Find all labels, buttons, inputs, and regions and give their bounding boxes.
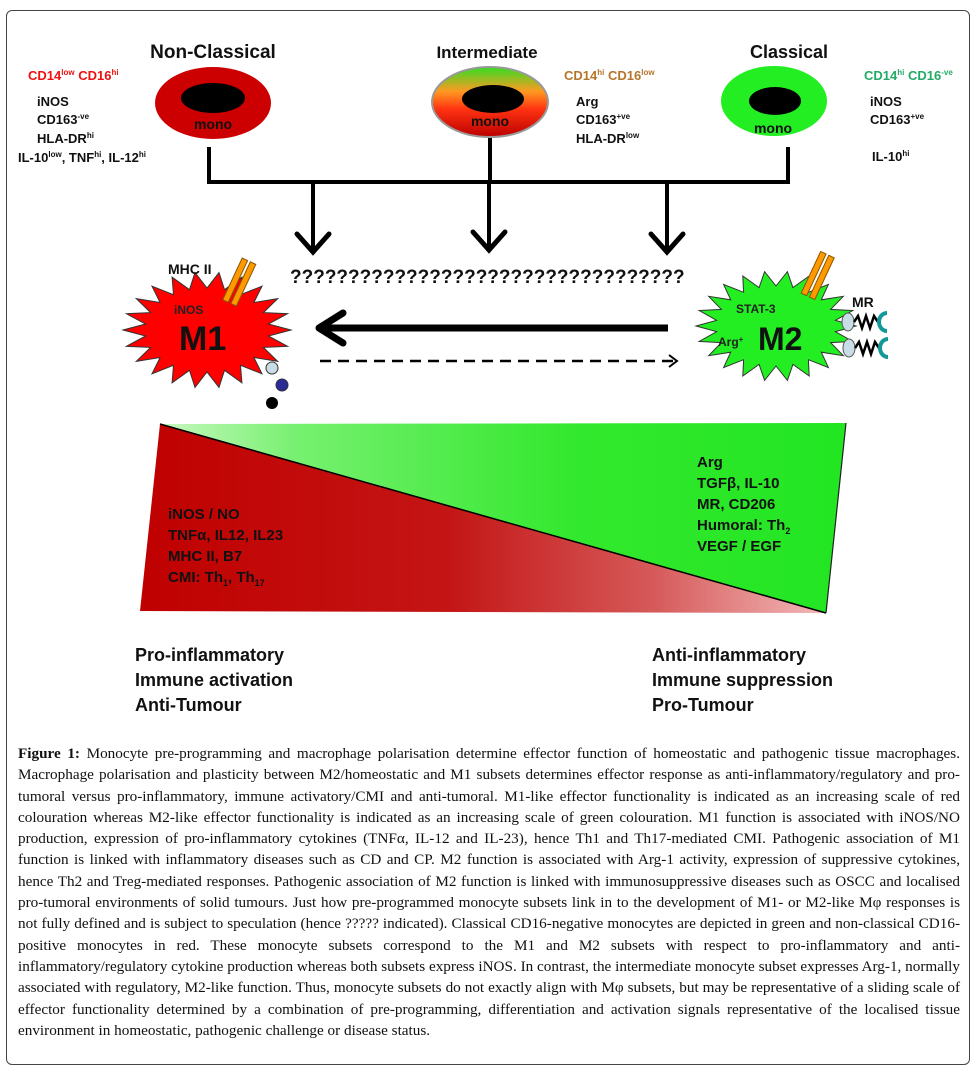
marker-cd163: CD163-ve xyxy=(37,112,90,127)
subset-connectors xyxy=(207,138,790,256)
m1-feature: CMI: Th1, Th17 xyxy=(168,569,265,588)
granule-icon xyxy=(265,361,279,375)
m1-feature: MHC II, B7 xyxy=(168,548,242,565)
m2-feature: VEGF / EGF xyxy=(697,538,781,555)
m1-feature: TNFα, IL12, IL23 xyxy=(168,527,283,544)
arrow-down-icon xyxy=(294,231,332,256)
mhc-ii-receptor-icon xyxy=(222,257,257,307)
m2-arg-label: Arg+ xyxy=(718,335,744,349)
marker-inos: iNOS xyxy=(37,94,69,109)
caption-text: Monocyte pre-programming and macrophage … xyxy=(18,745,960,1039)
non-classical-subset: Non-Classical CD14low CD16hi iNOS CD163-… xyxy=(18,42,276,165)
m2-feature: Arg xyxy=(697,454,723,471)
nucleus-icon xyxy=(462,85,524,113)
figure-frame xyxy=(6,10,970,1065)
m2-feature: TGFβ, IL-10 xyxy=(697,475,780,492)
marker-hla-dr: HLA-DRhi xyxy=(37,131,94,146)
mannose-receptor-icon xyxy=(841,311,889,359)
intermediate-phenotype: CD14hi CD16low xyxy=(564,68,655,83)
m2-green-wedge xyxy=(160,423,846,613)
m2-feature: Humoral: Th2 xyxy=(697,517,790,536)
outcome-right: Immune suppression xyxy=(652,670,833,690)
marker-arg: Arg xyxy=(576,94,598,109)
m2-label: M2 xyxy=(758,321,802,357)
m2-macrophage: STAT-3 Arg+ M2 MR xyxy=(694,250,889,382)
mono-label: mono xyxy=(754,120,792,136)
m1-feature: iNOS / NO xyxy=(168,506,240,523)
non-classical-cytokines: IL-10low, TNFhi, IL-12hi xyxy=(18,150,146,165)
outcome-right: Pro-Tumour xyxy=(652,695,754,715)
granule-icon xyxy=(266,397,278,409)
non-classical-phenotype: CD14low CD16hi xyxy=(28,68,119,83)
marker-cd163: CD163+ve xyxy=(870,112,925,127)
m1-inos-label: iNOS xyxy=(174,303,203,317)
outcomes: Pro-inflammatory Immune activation Anti-… xyxy=(135,645,833,715)
marker-inos: iNOS xyxy=(870,94,902,109)
intermediate-subset: Intermediate CD14hi CD16low Arg CD163+ve… xyxy=(431,43,655,146)
m2-feature: MR, CD206 xyxy=(697,496,775,513)
granule-icon xyxy=(275,378,289,392)
marker-cd163: CD163+ve xyxy=(576,112,631,127)
m1-red-wedge xyxy=(140,424,826,613)
m1-label: M1 xyxy=(179,320,226,358)
classical-cytokine: IL-10hi xyxy=(872,149,909,164)
speculation-question-marks: ?????????????????????????????????? xyxy=(290,267,685,288)
diagram: Non-Classical CD14low CD16hi iNOS CD163-… xyxy=(18,42,953,715)
caption-label: Figure 1: xyxy=(18,745,80,762)
figure-caption: Figure 1: Monocyte pre-programming and m… xyxy=(18,743,960,1041)
mr-label: MR xyxy=(852,294,874,310)
arrow-right-icon xyxy=(668,354,679,368)
receptor-icon xyxy=(800,250,835,301)
polarisation-arrows xyxy=(315,309,679,368)
outcome-right: Anti-inflammatory xyxy=(652,645,806,665)
scale-edge xyxy=(825,422,847,614)
non-classical-title: Non-Classical xyxy=(150,42,276,63)
intermediate-title: Intermediate xyxy=(436,43,537,62)
connector-bar xyxy=(207,147,790,184)
outcome-left: Pro-inflammatory xyxy=(135,645,284,665)
outcome-left: Immune activation xyxy=(135,670,293,690)
scale-diagonal xyxy=(159,423,827,614)
nucleus-icon xyxy=(181,83,245,113)
m1-macrophage: MHC II iNOS M1 xyxy=(121,257,293,409)
arrow-down-icon xyxy=(648,231,686,256)
m2-stat3-label: STAT-3 xyxy=(736,302,776,316)
classical-subset: Classical CD14hi CD16-ve iNOS CD163+ve I… xyxy=(721,42,953,164)
classical-phenotype: CD14hi CD16-ve xyxy=(864,68,953,83)
outcome-left: Anti-Tumour xyxy=(135,695,242,715)
arrow-down-icon xyxy=(470,229,508,254)
arrow-left-icon xyxy=(315,309,347,347)
polarisation-scale: iNOS / NO TNFα, IL12, IL23 MHC II, B7 CM… xyxy=(140,422,847,614)
marker-hla-dr: HLA-DRlow xyxy=(576,131,640,146)
classical-title: Classical xyxy=(750,42,828,62)
mhc-ii-label: MHC II xyxy=(168,261,212,277)
mono-label: mono xyxy=(194,116,232,132)
mono-label: mono xyxy=(471,113,509,129)
nucleus-icon xyxy=(749,87,801,115)
